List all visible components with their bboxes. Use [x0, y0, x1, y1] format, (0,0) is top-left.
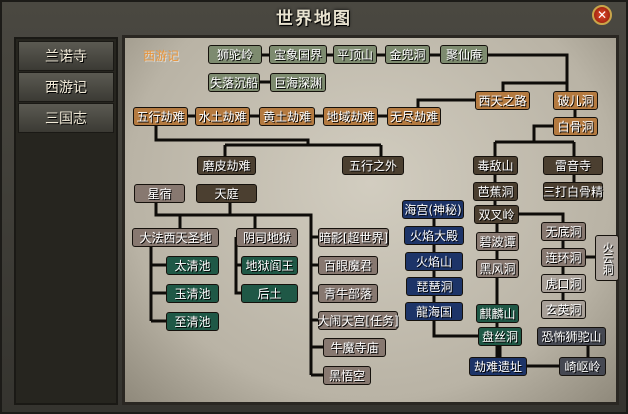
map-node[interactable]: 天庭: [196, 184, 257, 203]
map-node[interactable]: 暗影[超世界]: [318, 228, 389, 247]
map-node[interactable]: 双叉岭: [474, 205, 519, 224]
map-node[interactable]: 火焰山: [405, 252, 463, 271]
map-node[interactable]: 破儿洞: [553, 91, 598, 110]
map-node[interactable]: 海宫(神秘): [402, 200, 464, 219]
map-node[interactable]: 黄土劫难: [259, 107, 315, 126]
map-node[interactable]: 琵琶洞: [406, 277, 463, 296]
map-node[interactable]: 太清池: [166, 256, 219, 275]
map-node[interactable]: 阴司地狱: [236, 228, 298, 247]
map-node[interactable]: 聚仙庵: [440, 45, 488, 64]
map-node[interactable]: 水土劫难: [195, 107, 250, 126]
map-node[interactable]: 黑风洞: [476, 259, 519, 278]
map-node[interactable]: 崎岖岭: [559, 357, 606, 376]
map-node[interactable]: 星宿: [134, 184, 185, 203]
map-node[interactable]: 平顶山: [333, 45, 377, 64]
map-node[interactable]: 巨海深渊: [270, 73, 326, 92]
map-node[interactable]: 宝象国界: [269, 45, 327, 64]
map-node[interactable]: 大法西天圣地: [132, 228, 219, 247]
map-node[interactable]: 金兜洞: [385, 45, 430, 64]
map-node[interactable]: 恐怖狮驼山: [537, 327, 606, 346]
map-node[interactable]: 狮驼岭: [208, 45, 262, 64]
window-title: 世界地图: [276, 9, 352, 29]
map-node[interactable]: 地狱阎王: [241, 256, 298, 275]
map-node[interactable]: 白骨洞: [553, 117, 598, 136]
map-node[interactable]: 毒敌山: [473, 156, 518, 175]
map-node[interactable]: 磨皮劫难: [197, 156, 256, 175]
map-node[interactable]: 盘丝洞: [478, 327, 522, 346]
map-node[interactable]: 后土: [241, 284, 298, 303]
map-node[interactable]: 火焰大殿: [404, 226, 464, 245]
map-node[interactable]: 麒麟山: [476, 304, 519, 323]
map-node[interactable]: 劫难遗址: [469, 357, 527, 376]
map-node[interactable]: 碧波谭: [476, 232, 519, 251]
map-node[interactable]: 五行劫难: [133, 107, 188, 126]
map-node[interactable]: 三打白骨精: [543, 182, 603, 201]
map-node[interactable]: 虎口洞: [541, 274, 586, 293]
map-node[interactable]: 失落沉船: [208, 73, 260, 92]
sidebar-item-sanguozhi[interactable]: 三国志: [18, 103, 114, 133]
map-node[interactable]: 火云洞: [595, 235, 619, 281]
sidebar: 兰诺寺 西游记 三国志: [14, 37, 118, 405]
map-node[interactable]: 无底洞: [541, 222, 586, 241]
map-node[interactable]: 芭蕉洞: [473, 182, 518, 201]
map-node[interactable]: 大闹天宫[任务]: [317, 311, 399, 330]
map-node[interactable]: 五行之外: [342, 156, 404, 175]
sidebar-item-lannuosi[interactable]: 兰诺寺: [18, 41, 114, 71]
close-icon: ✕: [596, 8, 608, 22]
map-node[interactable]: 无尽劫难: [387, 107, 441, 126]
map-node[interactable]: 百眼魔君: [318, 256, 378, 275]
map-node[interactable]: 雷音寺: [543, 156, 603, 175]
map-node[interactable]: 地域劫难: [323, 107, 378, 126]
map-node[interactable]: 青牛部落: [318, 284, 378, 303]
close-button[interactable]: ✕: [592, 5, 612, 25]
map-node[interactable]: 玉清池: [166, 284, 219, 303]
map-node[interactable]: 连环洞: [541, 248, 586, 267]
map-node[interactable]: 牛魔寺庙: [323, 338, 386, 357]
map-node[interactable]: 至清池: [166, 312, 219, 331]
map-node[interactable]: 龍海国: [405, 302, 463, 321]
map-node[interactable]: 黑悟空: [323, 366, 371, 385]
map-node[interactable]: 玄英洞: [541, 300, 586, 319]
map-node[interactable]: 西天之路: [475, 91, 530, 110]
section-label: 西游记: [143, 49, 180, 63]
sidebar-item-xiyouji[interactable]: 西游记: [18, 72, 114, 102]
